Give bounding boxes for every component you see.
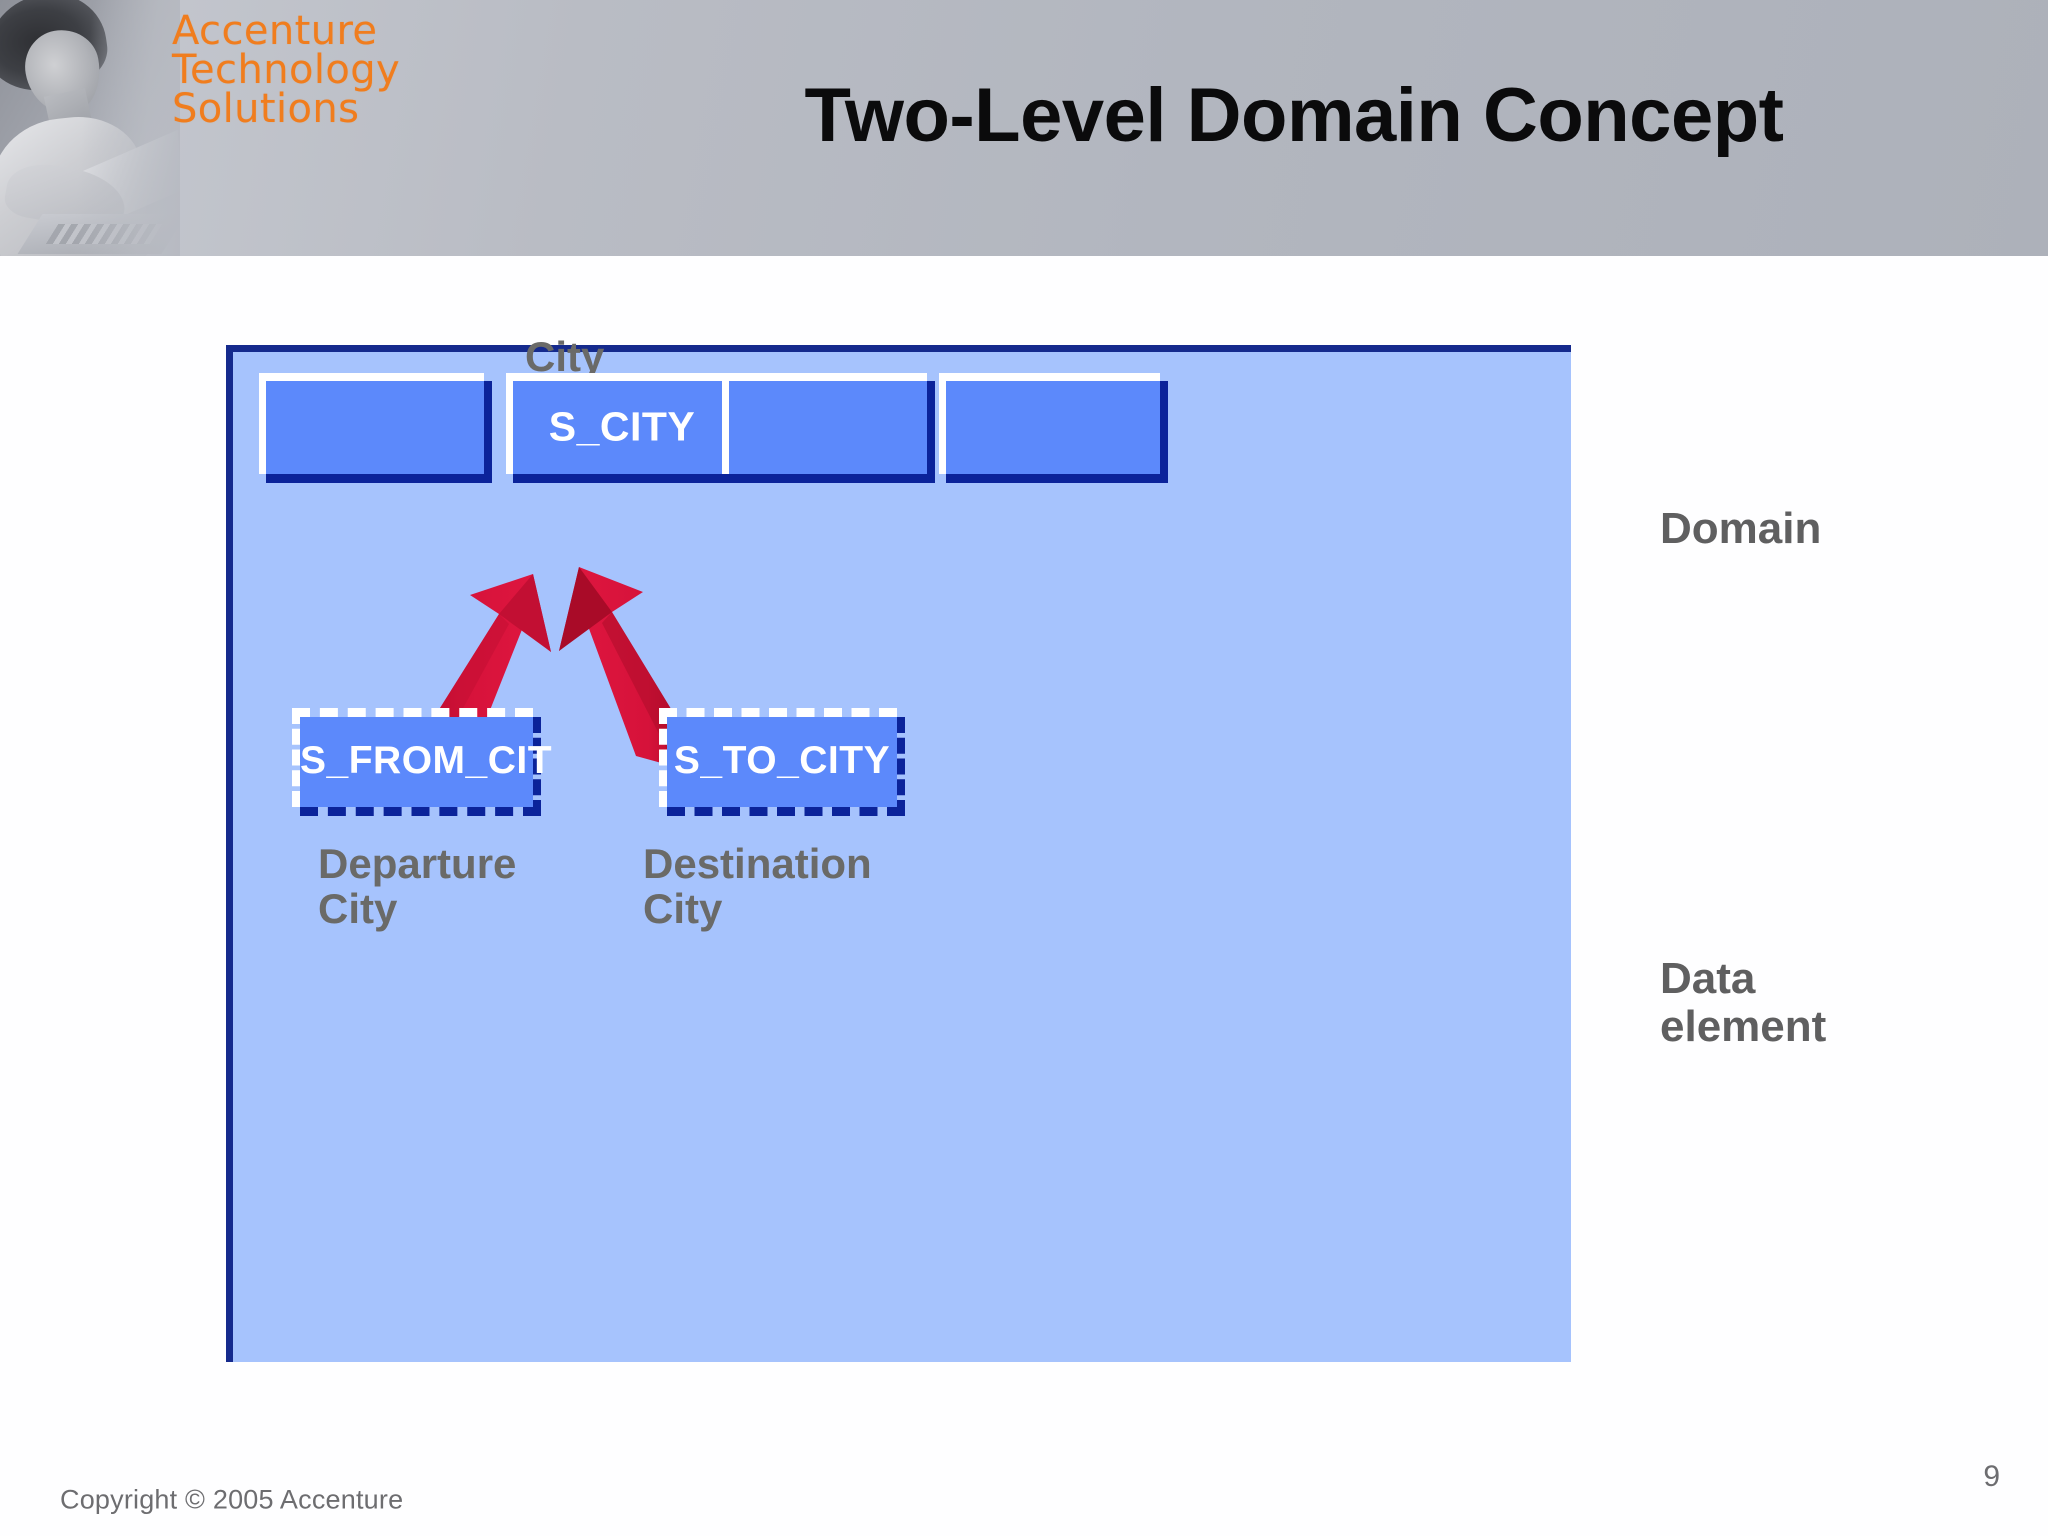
domain-box-4[interactable]: [939, 373, 1168, 483]
domain-caption-city: City: [525, 333, 605, 380]
data-element-box-s-from-cit-label: S_FROM_CIT: [300, 739, 553, 783]
level-label-domain: Domain: [1660, 504, 1822, 553]
accenture-technology-solutions-logo: Accenture Technology Solutions: [172, 8, 401, 133]
copyright-notice: Copyright © 2005 Accenture: [60, 1484, 404, 1515]
domain-box-1[interactable]: [259, 373, 492, 483]
page-title: Two-Level Domain Concept: [804, 73, 1784, 158]
domain-box-3[interactable]: [722, 373, 935, 483]
data-element-box-s-to-city-label: S_TO_CITY: [673, 739, 891, 783]
brand-photo: [0, 0, 180, 256]
header-band: Accenture Technology Solutions Two-Level…: [0, 0, 2048, 256]
data-element-caption-departure-city: Departure City: [318, 840, 517, 932]
level-label-data-element: Data element: [1660, 954, 1827, 1051]
logo-line-solutions: Solutions: [172, 86, 360, 133]
logo-line-technology: Technology: [172, 47, 401, 94]
domain-box-s-city[interactable]: S_CITY: [506, 373, 739, 483]
domain-box-s-city-label: S_CITY: [548, 403, 696, 450]
data-element-box-s-to-city[interactable]: S_TO_CITY: [659, 708, 905, 816]
page-number: 9: [1983, 1460, 2000, 1493]
data-element-box-s-from-cit[interactable]: S_FROM_CIT: [292, 708, 553, 816]
data-element-caption-destination-city: Destination City: [643, 840, 872, 932]
logo-line-accenture: Accenture: [172, 8, 378, 54]
photo-fade-overlay: [0, 0, 180, 256]
diagram-panel: City S_CITY: [226, 334, 1571, 1362]
